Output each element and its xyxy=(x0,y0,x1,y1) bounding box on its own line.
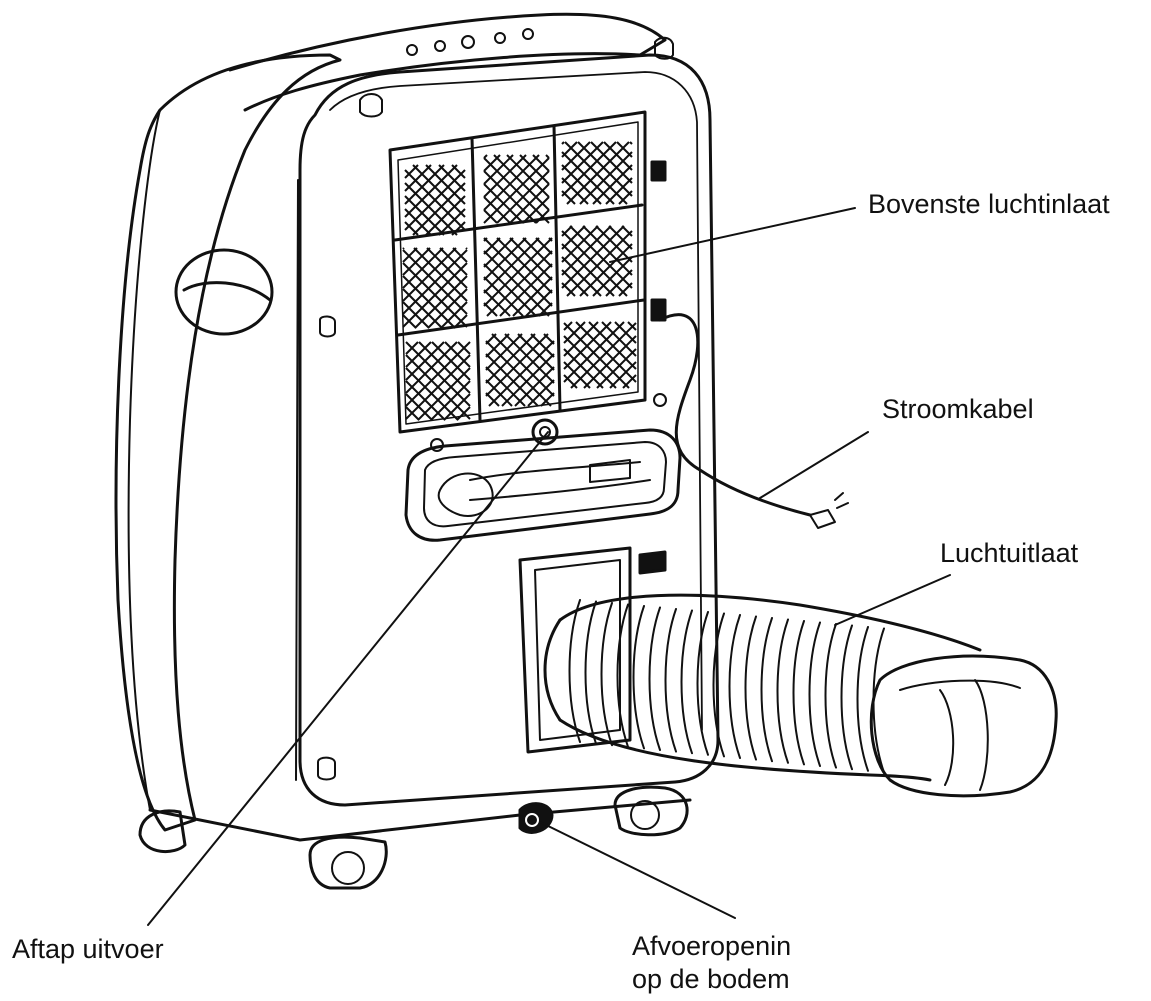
grille-screws xyxy=(430,160,667,452)
unit-body xyxy=(114,12,720,832)
top-air-inlet-grille xyxy=(388,110,647,434)
leader-bottom-drain xyxy=(539,821,736,919)
leader-power-cable xyxy=(759,431,869,499)
hose-nozzle xyxy=(869,654,1058,798)
leader-top-air-inlet xyxy=(609,207,856,263)
label-bottom-drain: Afvoeropenin op de bodem xyxy=(632,930,791,996)
label-bottom-drain-line1: Afvoeropenin xyxy=(632,931,792,961)
air-outlet-frame xyxy=(518,546,667,754)
label-top-air-inlet: Bovenste luchtinlaat xyxy=(868,189,1110,219)
label-bottom-drain-line2: op de bodem xyxy=(632,964,790,994)
power-cable xyxy=(658,313,849,529)
label-power-cable: Stroomkabel xyxy=(882,394,1034,424)
base-and-wheels xyxy=(138,785,692,890)
leader-air-outlet xyxy=(834,574,951,626)
exhaust-hose xyxy=(543,593,982,782)
leader-lines xyxy=(147,207,951,926)
label-air-outlet: Luchtuitlaat xyxy=(940,538,1079,568)
label-drain-outlet: Aftap uitvoer xyxy=(12,934,164,964)
leader-drain-outlet xyxy=(147,431,549,926)
grille-mesh xyxy=(402,141,637,421)
cable-storage-bay xyxy=(404,418,682,542)
